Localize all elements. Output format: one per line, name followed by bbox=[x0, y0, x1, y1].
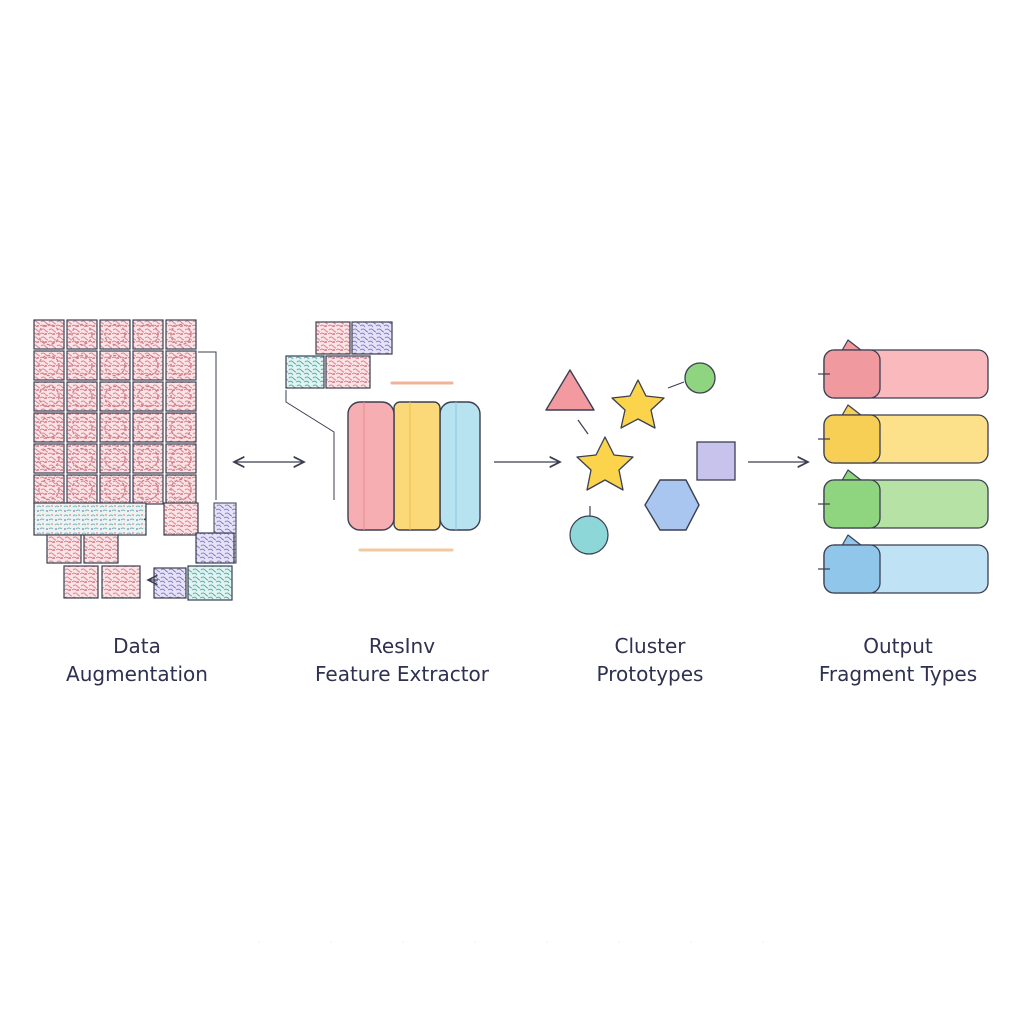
stage-label-line1: ResInv bbox=[368, 634, 436, 658]
tile-texture bbox=[170, 354, 192, 377]
tile-texture bbox=[104, 478, 126, 501]
cluster-prototypes bbox=[545, 362, 736, 555]
tile-texture bbox=[137, 416, 159, 439]
stage-label-data-augmentation: Data Augmentation bbox=[37, 632, 237, 688]
stage-label-line2: Feature Extractor bbox=[314, 662, 490, 686]
tile-texture bbox=[38, 385, 60, 408]
hexagon-prototype-icon bbox=[644, 479, 700, 531]
tile-texture bbox=[137, 447, 159, 470]
tile-texture bbox=[38, 478, 60, 501]
tile-texture bbox=[71, 447, 93, 470]
triangle-prototype-icon bbox=[545, 369, 595, 411]
input-patches bbox=[285, 321, 393, 500]
tile-texture bbox=[71, 416, 93, 439]
stage-label-line2: Augmentation bbox=[66, 662, 208, 686]
tile-texture bbox=[38, 416, 60, 439]
tile-texture bbox=[104, 416, 126, 439]
output-bar-icon bbox=[818, 339, 989, 399]
tile-texture bbox=[137, 323, 159, 346]
output-bar-icon bbox=[818, 404, 989, 464]
tile-texture bbox=[71, 478, 93, 501]
tile-texture bbox=[71, 323, 93, 346]
tile-texture bbox=[104, 385, 126, 408]
stage-label-line1: Output bbox=[863, 634, 933, 658]
tile-texture bbox=[170, 447, 192, 470]
tile-texture bbox=[137, 354, 159, 377]
star-prototype-icon bbox=[576, 436, 634, 491]
tile-texture bbox=[170, 385, 192, 408]
tile-texture bbox=[71, 354, 93, 377]
square-prototype-icon bbox=[696, 441, 736, 481]
feature-extractor-block-icon bbox=[347, 381, 481, 552]
tile-texture bbox=[170, 478, 192, 501]
tile-texture bbox=[38, 323, 60, 346]
tile-texture bbox=[137, 478, 159, 501]
tile-texture bbox=[38, 354, 60, 377]
stage-label-line2: Fragment Types bbox=[818, 662, 978, 686]
star-prototype-icon bbox=[611, 379, 665, 429]
tile-texture bbox=[137, 385, 159, 408]
stage-label-cluster-prototypes: Cluster Prototypes bbox=[560, 632, 740, 688]
tile-texture bbox=[170, 416, 192, 439]
stage-label-line1: Cluster bbox=[614, 634, 686, 658]
tile-texture bbox=[104, 323, 126, 346]
tile-texture bbox=[71, 385, 93, 408]
stage-label-line1: Data bbox=[113, 634, 161, 658]
tile-texture bbox=[104, 354, 126, 377]
tile-texture bbox=[38, 447, 60, 470]
stage-label-output-fragment-types: Output Fragment Types bbox=[792, 632, 1004, 688]
tile-texture bbox=[104, 447, 126, 470]
circle-prototype-icon bbox=[569, 515, 609, 555]
stage-label-feature-extractor: ResInv Feature Extractor bbox=[286, 632, 518, 688]
stage-label-line2: Prototypes bbox=[596, 662, 704, 686]
tile-texture bbox=[170, 323, 192, 346]
image-tile-grid-icon bbox=[33, 319, 197, 505]
output-bar-icon bbox=[818, 534, 989, 594]
augmented-tiles bbox=[33, 351, 237, 601]
circle-prototype-icon bbox=[684, 362, 716, 394]
output-fragment-bars bbox=[818, 339, 989, 594]
output-bar-icon bbox=[818, 469, 989, 529]
